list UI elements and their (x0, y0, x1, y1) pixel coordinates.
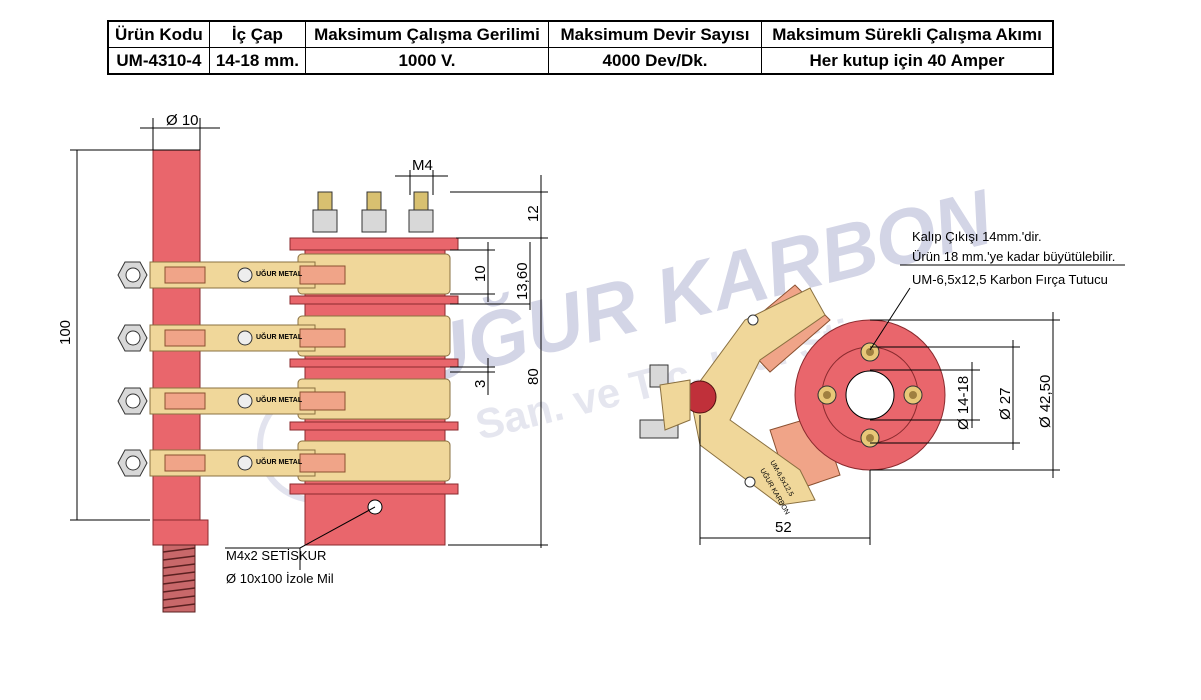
dim-pitch-circle: Ø 27 (997, 387, 1014, 420)
value-max-voltage: 1000 V. (305, 47, 549, 75)
bore-hole (845, 370, 895, 420)
dim-ring-pitch: 13,60 (514, 262, 531, 300)
dim-top: 12 (525, 205, 542, 222)
note-insulated-rod: Ø 10x100 İzole Mil (226, 571, 334, 586)
brush-arm-label: UĞUR METAL (256, 457, 303, 466)
brush-arm: UĞUR METAL (117, 387, 346, 415)
front-view: UĞUR METAL UĞUR METAL UĞUR METAL UĞUR METAL… (57, 112, 548, 613)
holder-clamp-screw (639, 364, 691, 439)
brush-arm: UĞUR METAL (117, 449, 346, 477)
side-dimension-lines (699, 264, 1125, 545)
note-expandable: Ürün 18 mm.'ye kadar büyütülebilir. (912, 249, 1115, 264)
spec-value-row: UM-4310-4 14-18 mm. 1000 V. 4000 Dev/Dk.… (107, 47, 1054, 75)
side-view: UM-6,5x12,5 UĞUR KARBON Ø 14-18 Ø 27 Ø 4… (639, 229, 1125, 545)
dim-width: 52 (775, 519, 792, 536)
spec-header-row: Ürün Kodu İç Çap Maksimum Çalışma Gerili… (107, 20, 1054, 48)
brush-arm: UĞUR METAL (117, 261, 346, 289)
note-set-screw: M4x2 SETİSKUR (226, 548, 326, 563)
value-max-rpm: 4000 Dev/Dk. (548, 47, 762, 75)
hex-nut (152, 519, 209, 546)
dim-ring-width: 10 (472, 265, 489, 282)
value-max-current: Her kutup için 40 Amper (761, 47, 1054, 75)
brush-arm: UĞUR METAL (117, 324, 346, 352)
top-terminals (312, 191, 434, 233)
value-inner-diameter: 14-18 mm. (208, 47, 307, 75)
dim-bore: Ø 14-18 (955, 376, 972, 430)
brush-arm-label: UĞUR METAL (256, 269, 303, 278)
brush-holder-arms: UM-6,5x12,5 UĞUR KARBON (689, 284, 841, 516)
note-brush-holder: UM-6,5x12,5 Karbon Fırça Tutucu (912, 272, 1108, 287)
note-mold-output: Kalıp Çıkışı 14mm.'dir. (912, 229, 1042, 244)
dim-body-height: 80 (525, 368, 542, 385)
brush-arm-label: UĞUR METAL (256, 332, 303, 341)
header-inner-diameter: İç Çap (208, 20, 307, 48)
value-product-code: UM-4310-4 (107, 47, 210, 75)
dimension-lines (70, 118, 548, 570)
spec-table: Ürün Kodu İç Çap Maksimum Çalışma Gerili… (107, 20, 1054, 75)
header-max-rpm: Maksimum Devir Sayısı (548, 20, 762, 48)
brush-arm-label: UĞUR METAL (256, 395, 303, 404)
threaded-stud (162, 544, 196, 613)
flanges (289, 237, 459, 495)
dim-rod-length: 100 (57, 320, 74, 345)
dim-outer: Ø 42,50 (1037, 375, 1054, 428)
dim-rod-diameter: Ø 10 (166, 112, 199, 129)
dim-gap: 3 (472, 380, 489, 388)
dim-thread: M4 (412, 157, 433, 174)
